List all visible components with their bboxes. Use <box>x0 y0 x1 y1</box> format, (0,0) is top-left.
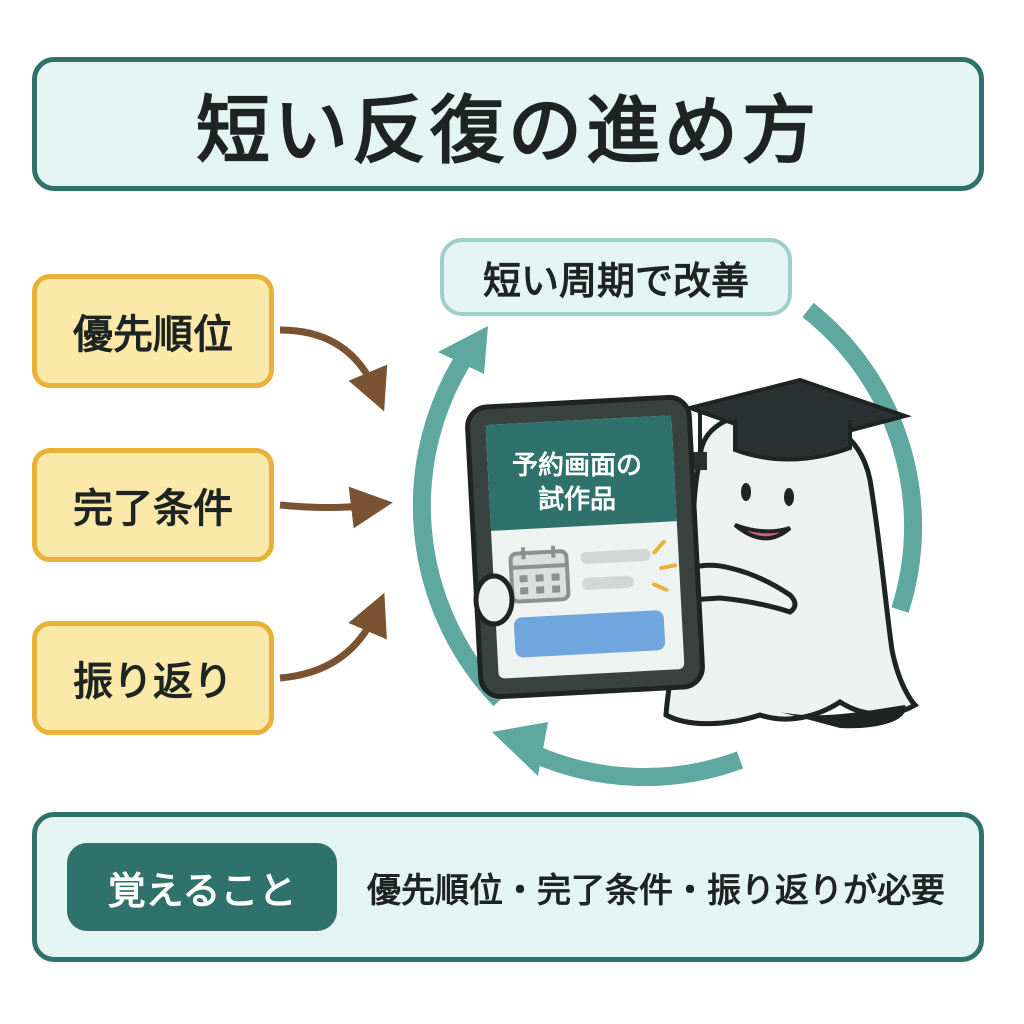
page-title: 短い反復の進め方 <box>196 87 820 174</box>
input-box-priority: 優先順位 <box>32 274 274 388</box>
cycle-arc-bottom <box>526 743 744 787</box>
cycle-arc-right <box>802 302 923 613</box>
input-label-done-criteria: 完了条件 <box>73 486 233 532</box>
arrow-from-box-1 <box>279 326 388 412</box>
graduation-cap-icon <box>683 377 912 470</box>
ghost-eye-right <box>784 488 794 506</box>
input-label-priority: 優先順位 <box>73 312 233 358</box>
input-arrows <box>279 326 393 682</box>
cycle-arc-left <box>412 347 507 707</box>
tablet-device <box>465 394 705 700</box>
input-box-done-criteria: 完了条件 <box>32 448 274 562</box>
cycle-label: 短い周期で改善 <box>440 238 792 316</box>
cycle-label-text: 短い周期で改善 <box>482 258 749 303</box>
summary-badge: 覚えること <box>67 843 337 931</box>
input-label-retrospective: 振り返り <box>73 659 233 705</box>
input-box-retrospective: 振り返り <box>32 621 274 735</box>
blue-action-bar <box>514 610 666 658</box>
ghost-mouth <box>733 523 792 541</box>
summary-panel: 覚えること 優先順位・完了条件・振り返りが必要 <box>32 812 984 962</box>
screen-title-line-2: 試作品 <box>537 485 616 515</box>
screen-header <box>485 415 677 531</box>
summary-badge-text: 覚えること <box>107 868 297 913</box>
ghost-eye-left <box>741 483 751 501</box>
placeholder-line-2 <box>581 575 634 590</box>
ghost-left-hand <box>473 573 515 627</box>
screen-title-line-1: 予約画面の <box>511 451 642 481</box>
tablet-screen-title: 予約画面の 試作品 <box>502 440 652 526</box>
summary-text: 優先順位・完了条件・振り返りが必要 <box>367 870 945 911</box>
cycle-arrows <box>412 302 923 787</box>
arrow-from-box-3 <box>279 592 387 682</box>
ghost-character <box>663 377 920 729</box>
sparkle-icon <box>652 539 678 592</box>
arrow-from-box-2 <box>279 486 393 529</box>
cycle-arrowhead-top <box>438 326 488 374</box>
cycle-arrowhead-bottom <box>492 722 548 776</box>
placeholder-line-1 <box>580 548 651 564</box>
calendar-icon <box>508 545 571 604</box>
title-banner: 短い反復の進め方 <box>32 57 984 191</box>
